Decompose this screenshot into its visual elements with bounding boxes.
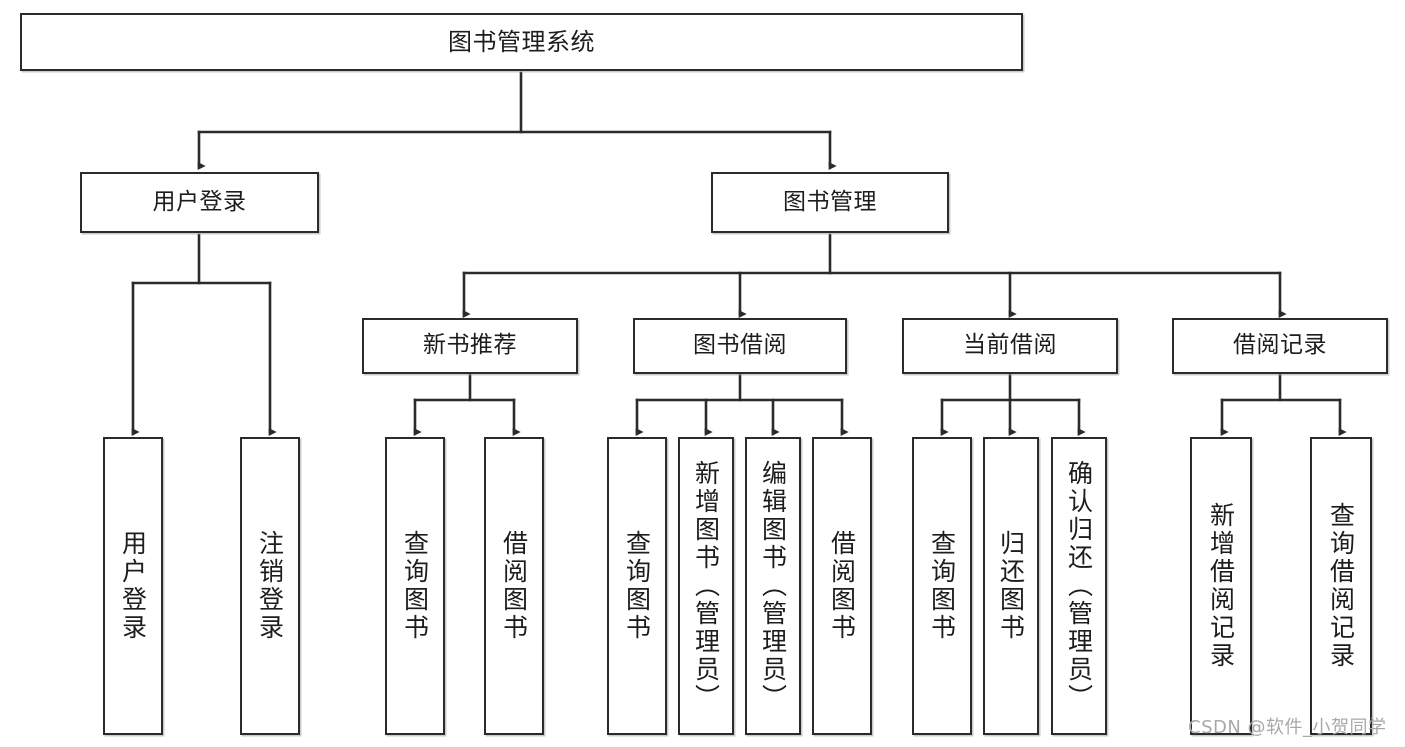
node-label: 查询图书 xyxy=(400,530,430,642)
node-label: 编辑图书（管理员） xyxy=(758,460,788,712)
leaf-borrow-edit-book-admin[interactable]: 编辑图书（管理员） xyxy=(745,437,801,735)
node-label: 借阅记录 xyxy=(1233,332,1327,359)
leaf-current-return-book[interactable]: 归还图书 xyxy=(983,437,1039,735)
node-book-management[interactable]: 图书管理 xyxy=(711,172,949,233)
node-new-book-recommend[interactable]: 新书推荐 xyxy=(362,318,578,374)
leaf-user-login-logout[interactable]: 注销登录 xyxy=(240,437,300,735)
leaf-borrow-add-book-admin[interactable]: 新增图书（管理员） xyxy=(678,437,734,735)
node-label: 新增图书（管理员） xyxy=(691,460,721,712)
node-label: 用户登录 xyxy=(152,188,247,215)
node-label: 借阅图书 xyxy=(827,530,857,642)
node-label: 查询借阅记录 xyxy=(1326,502,1356,670)
node-user-login[interactable]: 用户登录 xyxy=(80,172,319,233)
node-label: 查询图书 xyxy=(927,530,957,642)
leaf-recommend-borrow-book[interactable]: 借阅图书 xyxy=(484,437,544,735)
leaf-records-query-record[interactable]: 查询借阅记录 xyxy=(1310,437,1372,735)
leaf-user-login-login[interactable]: 用户登录 xyxy=(103,437,163,735)
node-label: 借阅图书 xyxy=(499,530,529,642)
node-label: 注销登录 xyxy=(255,530,285,642)
leaf-current-confirm-return-admin[interactable]: 确认归还（管理员） xyxy=(1051,437,1107,735)
node-current-borrow[interactable]: 当前借阅 xyxy=(902,318,1118,374)
node-label: 确认归还（管理员） xyxy=(1064,460,1094,712)
node-label: 图书借阅 xyxy=(693,332,787,359)
node-root-system[interactable]: 图书管理系统 xyxy=(20,13,1023,71)
node-label: 归还图书 xyxy=(996,530,1026,642)
leaf-current-query-book[interactable]: 查询图书 xyxy=(912,437,972,735)
leaf-records-add-record[interactable]: 新增借阅记录 xyxy=(1190,437,1252,735)
leaf-recommend-query-book[interactable]: 查询图书 xyxy=(385,437,445,735)
node-label: 新书推荐 xyxy=(423,332,517,359)
node-label: 图书管理 xyxy=(783,188,877,215)
node-label: 当前借阅 xyxy=(963,332,1057,359)
csdn-watermark: CSDN @软件_小贺同学 xyxy=(1188,717,1387,738)
node-label: 用户登录 xyxy=(118,530,148,642)
node-label: 新增借阅记录 xyxy=(1206,502,1236,670)
leaf-borrow-borrow-book[interactable]: 借阅图书 xyxy=(812,437,872,735)
node-label: 查询图书 xyxy=(622,530,652,642)
node-book-borrow[interactable]: 图书借阅 xyxy=(633,318,847,374)
leaf-borrow-query-book[interactable]: 查询图书 xyxy=(607,437,667,735)
node-borrow-records[interactable]: 借阅记录 xyxy=(1172,318,1388,374)
node-label: 图书管理系统 xyxy=(448,27,595,56)
